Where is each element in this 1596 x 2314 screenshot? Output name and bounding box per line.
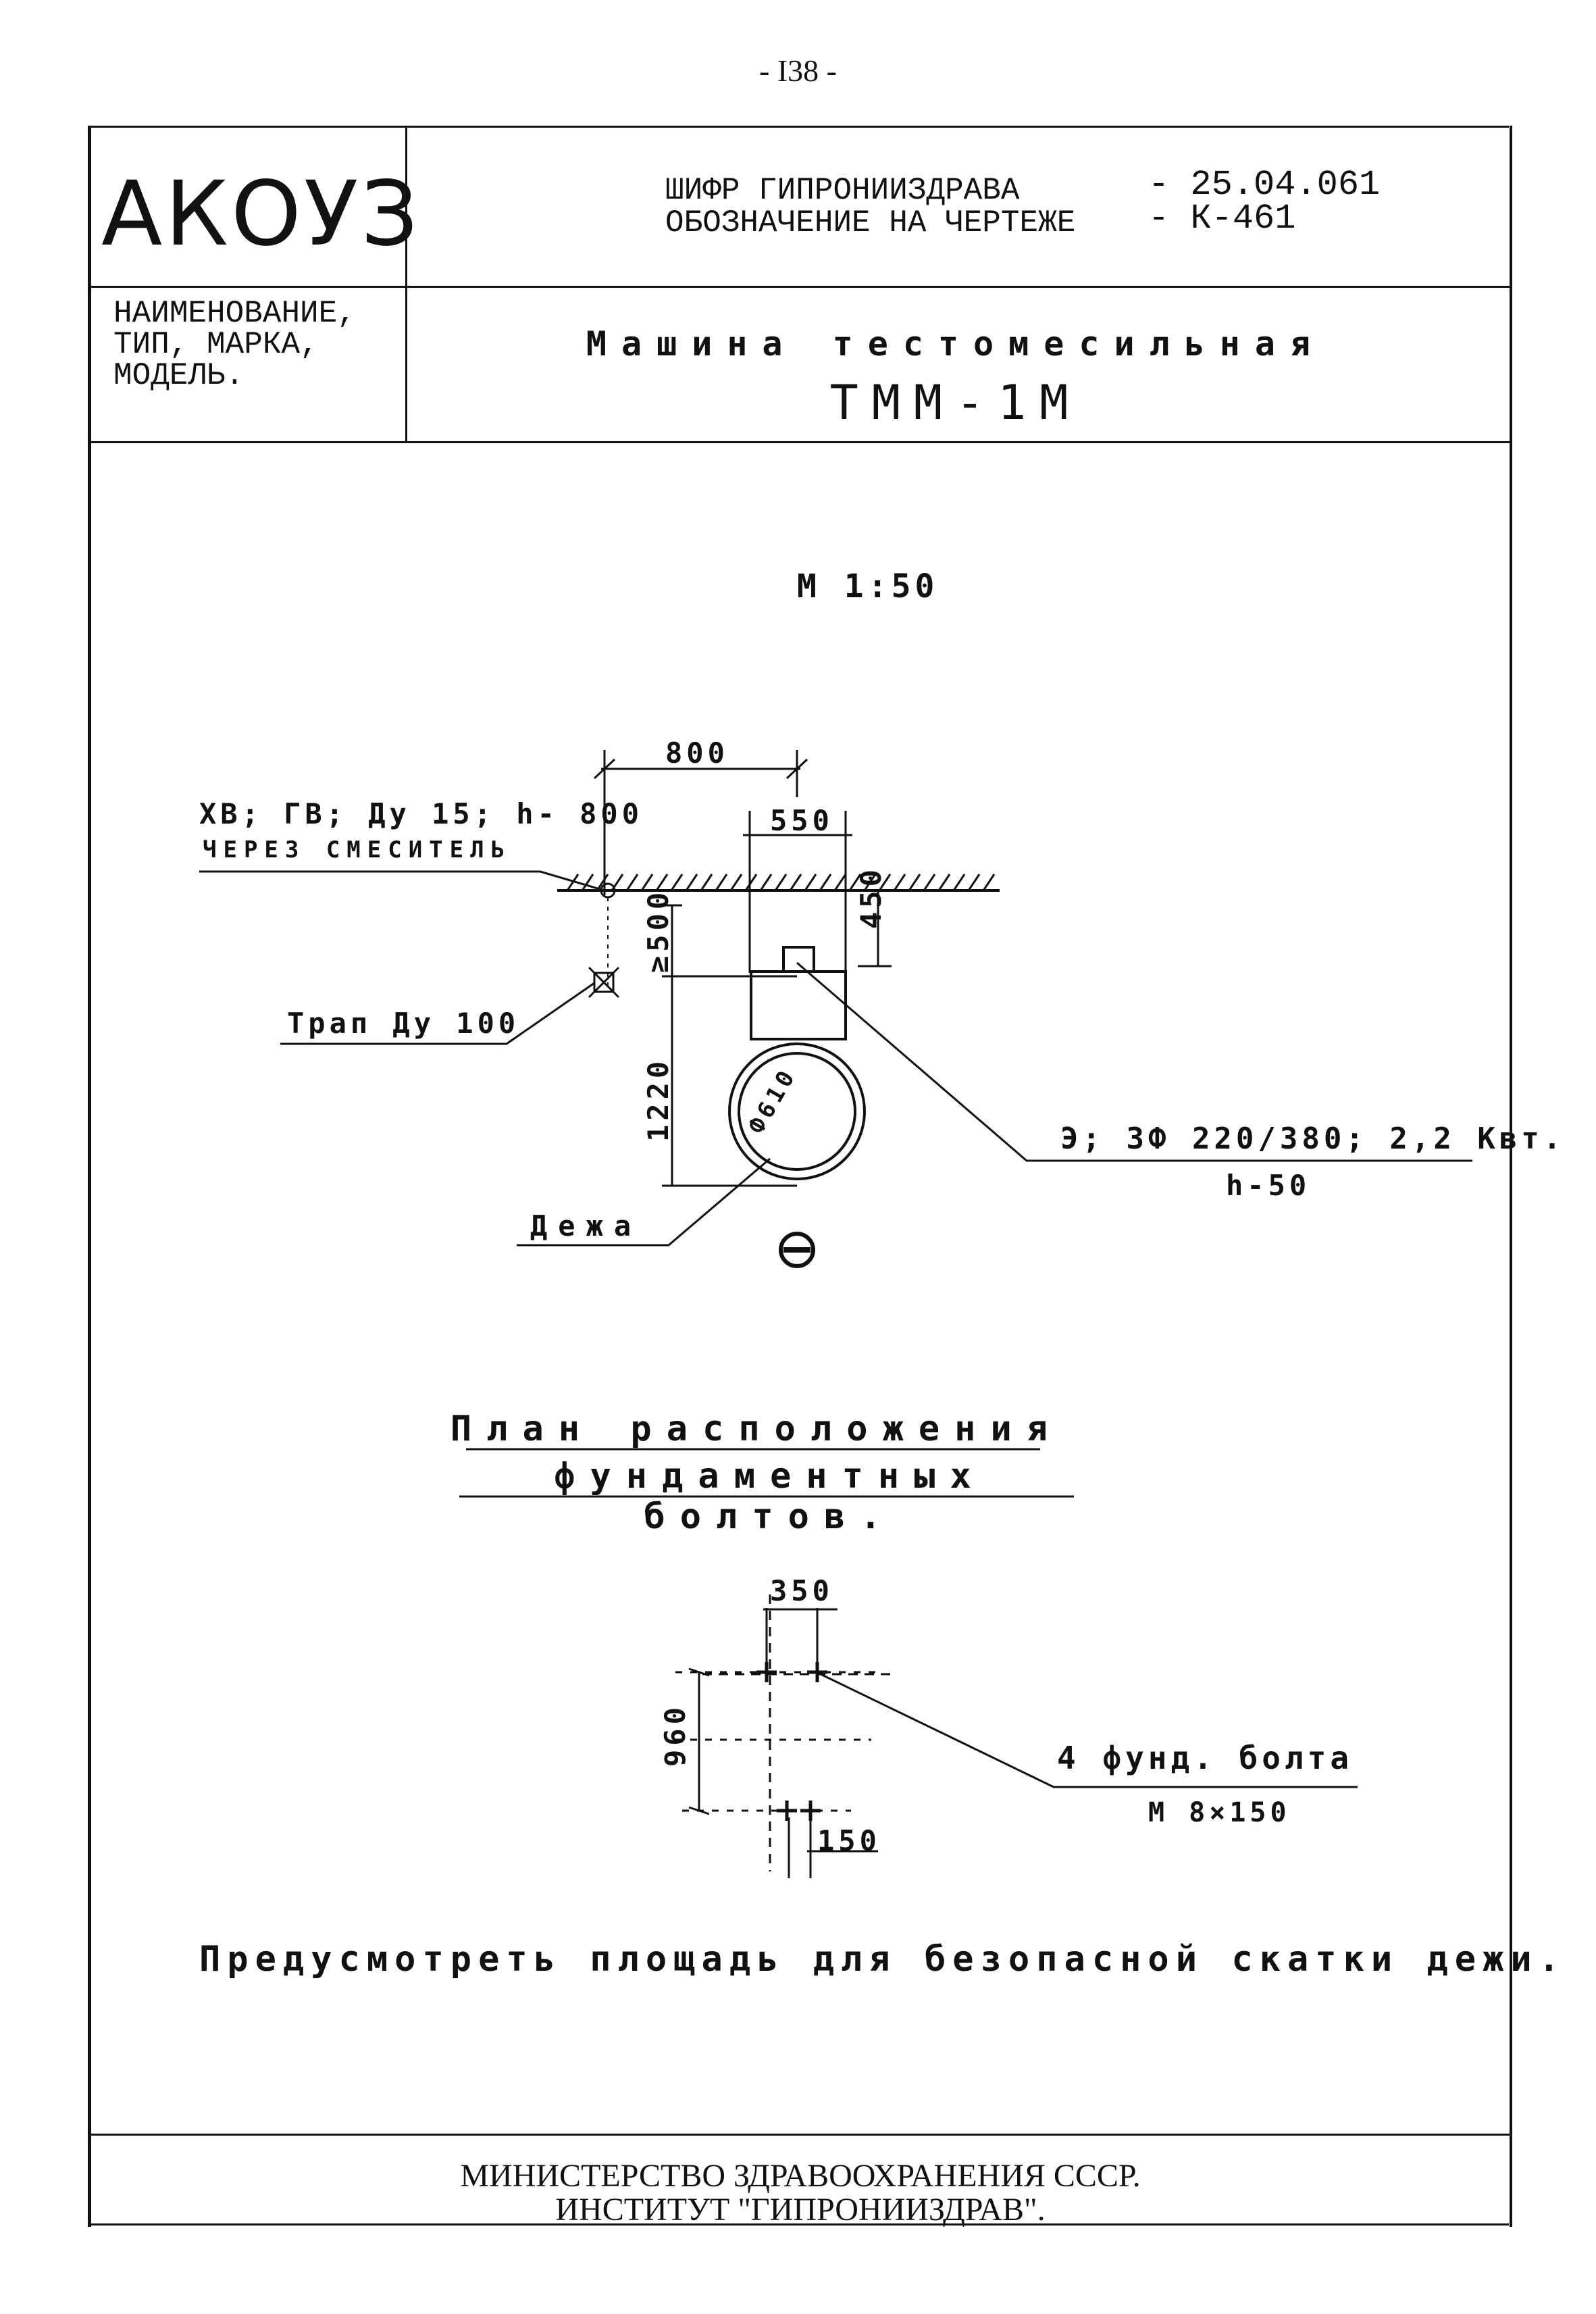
water-leader — [199, 870, 605, 892]
footer-institute: ИНСТИТУТ "ГИПРОНИИЗДРАВ". — [555, 2192, 1046, 2228]
machine-body — [728, 946, 866, 1180]
name-label-1: НАИМЕНОВАНИЕ, — [113, 296, 356, 331]
hatch-mark — [581, 874, 594, 891]
bolts-leader — [820, 1673, 1358, 1788]
frame-bottom-line — [88, 2223, 1509, 2225]
hatch-mark — [937, 874, 951, 891]
hatch-mark — [819, 874, 832, 891]
header-divider — [91, 286, 1510, 288]
hatch-mark — [715, 874, 728, 891]
code-value: - 25.04.061 — [1148, 165, 1381, 205]
machine-name: Машина тестомесильная — [586, 324, 1326, 363]
plan2-title-line2: фундаментных болтов. — [554, 1456, 986, 1537]
dim-450: 450 — [854, 865, 887, 929]
dim-800-line — [593, 750, 808, 895]
designation-value: - К-461 — [1148, 199, 1296, 238]
hatch-mark — [863, 874, 877, 891]
water-label: ХВ; ГВ; Ду 15; h- 800 — [199, 797, 644, 830]
machine-model: ТММ-1М — [829, 375, 1082, 430]
hatch-mark — [729, 874, 743, 891]
safety-note: Предусмотреть площадь для безопасной ска… — [199, 1939, 1567, 1980]
hatch-mark — [640, 874, 654, 891]
scale-label: М 1:50 — [797, 568, 939, 605]
bolts-label: 4 фунд. болта — [1057, 1740, 1354, 1776]
hatch-mark — [625, 874, 639, 891]
hatch-mark — [952, 874, 966, 891]
power-label: Э; 3Ф 220/380; 2,2 Квт. — [1060, 1122, 1566, 1156]
hatch-mark — [893, 874, 906, 891]
bowl-rollout-marker — [779, 1232, 815, 1268]
power-leader — [796, 961, 1472, 1162]
water-sub: ЧЕРЕЗ СМЕСИТЕЛЬ — [203, 836, 512, 863]
footer-ministry: МИНИСТЕРСТВО ЗДРАВООХРАНЕНИЯ СССР. — [460, 2158, 1141, 2194]
name-divider — [91, 441, 1510, 443]
dim-450-line — [858, 890, 892, 967]
code-label: ШИФР ГИПРОНИИЗДРАВА — [665, 173, 1020, 208]
hatch-mark — [759, 874, 773, 891]
header-column-divider — [405, 126, 407, 441]
drain-label: Трап Ду 100 — [287, 1007, 520, 1040]
plan2-title-line1: План расположения — [450, 1409, 1063, 1449]
hatch-mark — [848, 874, 862, 891]
bolt-layout — [675, 1594, 892, 1878]
hatch-mark — [774, 874, 788, 891]
drain-symbol — [588, 966, 620, 999]
power-sub: h-50 — [1226, 1169, 1311, 1202]
hatch-mark — [908, 874, 921, 891]
hatch-mark — [833, 874, 847, 891]
name-label-2: ТИП, МАРКА, — [113, 327, 319, 362]
bowl-label: Дежа — [530, 1209, 642, 1242]
hatch-mark — [685, 874, 698, 891]
designation-label: ОБОЗНАЧЕНИЕ НА ЧЕРТЕЖЕ — [665, 205, 1076, 241]
bolts — [756, 1662, 827, 1821]
hatch-mark — [982, 874, 996, 891]
dim-1220: 1220 — [642, 1057, 675, 1142]
hatch-mark — [566, 874, 580, 891]
logo-akouz: АКОУЗ — [101, 162, 421, 266]
hatch-mark — [655, 874, 669, 891]
dim-550-line — [743, 811, 852, 973]
dim-350: 350 — [770, 1574, 833, 1607]
hatch-mark — [670, 874, 684, 891]
bowl-leader — [517, 1157, 771, 1247]
dim-1220-line — [662, 904, 797, 1187]
hatch-mark — [744, 874, 758, 891]
bolts-sub: М 8×150 — [1148, 1797, 1291, 1828]
page-number: - I38 - — [759, 53, 837, 88]
hatch-mark — [967, 874, 981, 891]
hatch-mark — [923, 874, 936, 891]
hatch-mark — [789, 874, 802, 891]
drain-leader — [280, 982, 595, 1045]
drawing-frame — [88, 126, 1512, 2227]
dim-500: ≥500 — [642, 888, 675, 973]
hatch-mark — [700, 874, 713, 891]
dim-550: 550 — [770, 804, 833, 837]
hatch-mark — [804, 874, 817, 891]
hatch-mark — [878, 874, 892, 891]
dim-800: 800 — [665, 736, 729, 770]
dim-960: 960 — [659, 1703, 692, 1767]
frame-top-line — [88, 126, 1509, 128]
footer-divider — [91, 2134, 1510, 2136]
name-label-3: МОДЕЛЬ. — [113, 358, 244, 393]
dim-150: 150 — [817, 1824, 881, 1857]
